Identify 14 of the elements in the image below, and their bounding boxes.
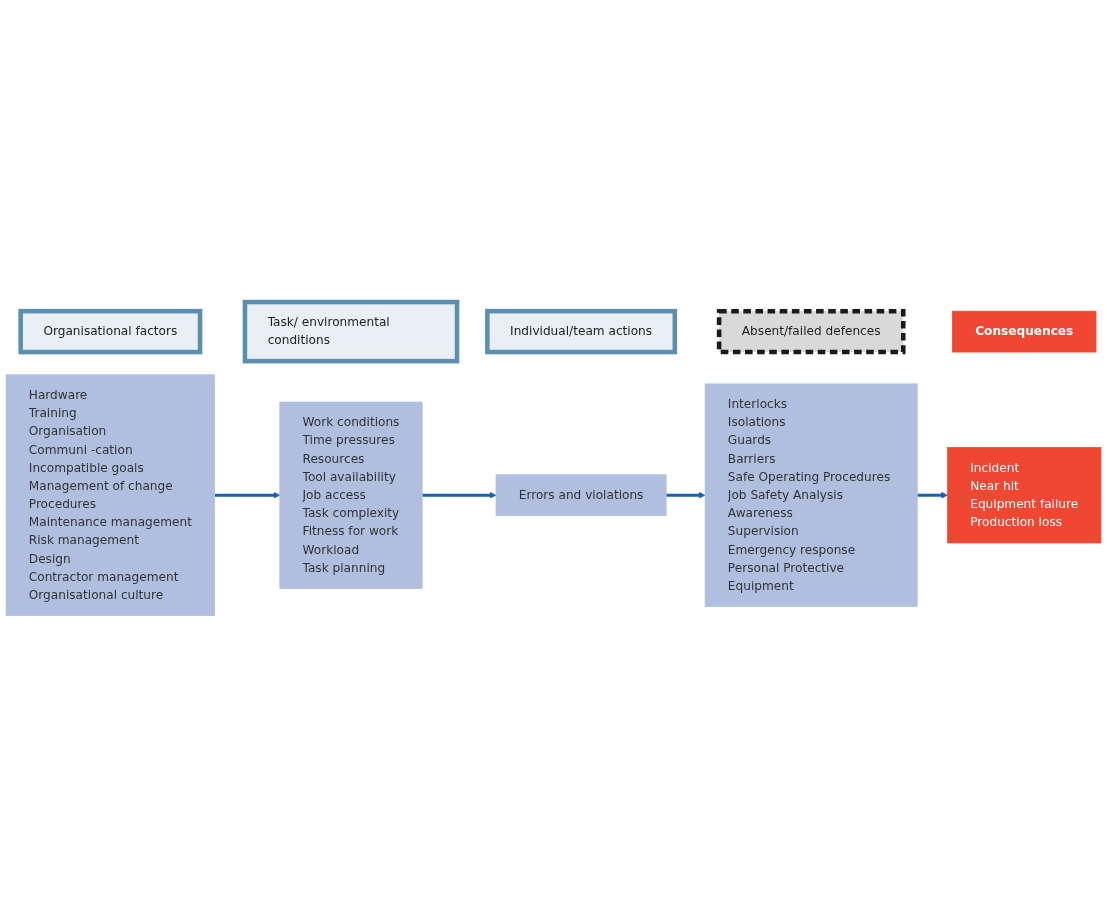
arrow bbox=[214, 491, 281, 499]
node-box bbox=[279, 401, 423, 589]
arrow bbox=[666, 491, 706, 499]
node-box bbox=[5, 374, 215, 616]
arrow bbox=[422, 491, 497, 499]
node-box bbox=[485, 308, 678, 354]
node-box bbox=[18, 308, 203, 354]
node-box bbox=[704, 383, 918, 607]
node-box bbox=[716, 308, 906, 354]
node-box bbox=[242, 299, 460, 364]
node-box bbox=[495, 474, 667, 516]
node-box bbox=[947, 446, 1102, 543]
node-box bbox=[952, 310, 1097, 353]
arrow bbox=[917, 491, 948, 499]
